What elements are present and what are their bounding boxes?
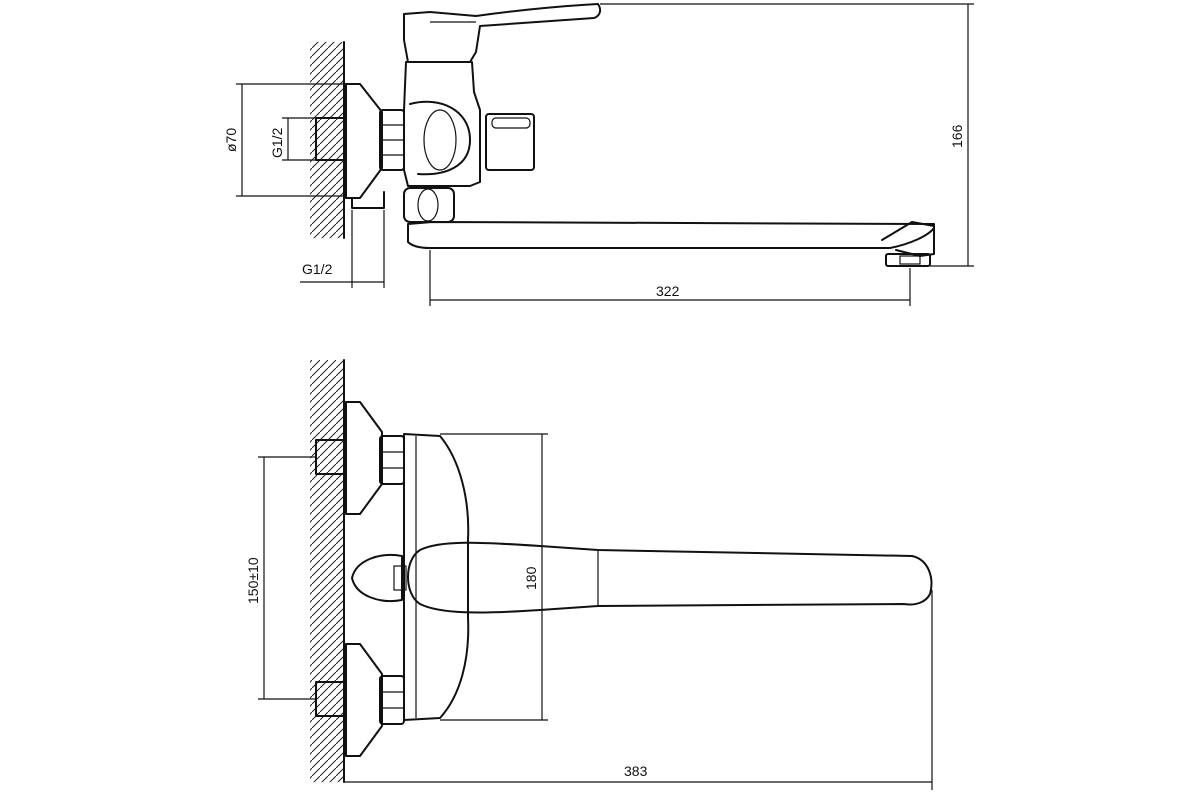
hex-nut-lower <box>379 675 405 725</box>
dim-flange-diameter: ø70 <box>223 83 346 197</box>
label-total-height: 166 <box>949 124 965 148</box>
spout <box>407 221 935 249</box>
lever-handle-top <box>407 541 933 614</box>
flange <box>345 83 383 199</box>
lever-handle <box>403 3 602 63</box>
label-total-length: 383 <box>624 763 648 779</box>
dim-center-distance: 150±10 <box>245 456 316 700</box>
label-flange-diameter: ø70 <box>223 128 239 152</box>
diverter-button <box>485 113 535 171</box>
spout-swivel <box>403 187 455 223</box>
mixer-body <box>403 61 481 187</box>
hex-nut-upper <box>379 435 405 485</box>
diverter-knob <box>351 554 403 602</box>
top-view: 150±10 180 383 <box>245 359 933 790</box>
mixer-body-top <box>403 433 470 721</box>
wall-hatch-top <box>310 360 344 782</box>
dim-total-height: 166 <box>600 3 974 267</box>
label-body-width: 180 <box>523 566 539 590</box>
dim-inlet-thread-vertical: G1/2 <box>269 117 316 161</box>
dim-body-width: 180 <box>440 433 548 721</box>
dim-total-length: 383 <box>344 590 933 790</box>
label-center-distance: 150±10 <box>245 557 261 604</box>
flange-lower <box>345 643 383 757</box>
dim-inlet-thread-horizontal: G1/2 <box>300 210 385 288</box>
label-spout-reach: 322 <box>656 283 680 299</box>
label-inlet-thread-vertical: G1/2 <box>269 127 285 158</box>
label-inlet-thread-horizontal: G1/2 <box>302 261 333 277</box>
dim-spout-reach: 322 <box>429 250 911 306</box>
aerator <box>885 253 931 267</box>
side-view: ø70 G1/2 G1/2 322 166 <box>223 3 974 306</box>
flange-upper <box>345 401 383 515</box>
